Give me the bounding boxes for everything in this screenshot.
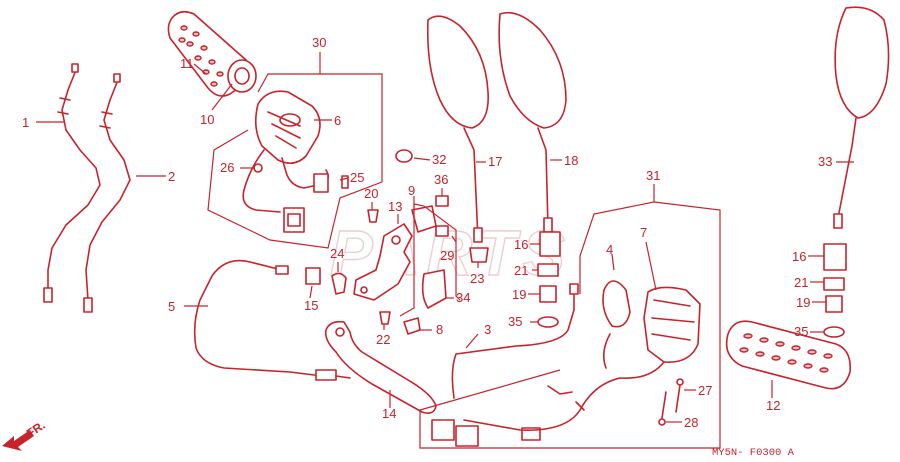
callout-1: 1 — [22, 115, 29, 130]
mirror-right — [498, 11, 567, 233]
callout-35-middle: 35 — [508, 314, 522, 329]
right-handlebar-switch — [242, 90, 349, 233]
callout-labels: 1 2 3 4 5 6 7 8 9 10 11 12 13 14 15 16 1… — [22, 35, 832, 430]
callout-16-right: 16 — [792, 249, 806, 264]
callout-7: 7 — [640, 225, 647, 240]
bar-end-stack-right — [823, 243, 847, 338]
left-handlebar-switch — [431, 280, 701, 447]
callout-33: 33 — [818, 154, 832, 169]
callout-36: 36 — [434, 172, 448, 187]
callout-15: 15 — [304, 298, 318, 313]
callout-5: 5 — [168, 299, 175, 314]
callout-31: 31 — [646, 168, 660, 183]
drawing-code: MY5N- F0300 A — [712, 447, 795, 459]
callout-25: 25 — [350, 170, 364, 185]
callout-16-middle: 16 — [514, 237, 528, 252]
callout-4: 4 — [606, 242, 613, 257]
mirror-far-right — [833, 6, 890, 229]
callout-17: 17 — [488, 154, 502, 169]
callout-32: 32 — [432, 152, 446, 167]
callout-19-middle: 19 — [512, 287, 526, 302]
callout-3: 3 — [484, 322, 491, 337]
throttle-grip — [167, 10, 257, 97]
group-box-9 — [399, 204, 415, 317]
callout-30: 30 — [312, 35, 326, 50]
callout-29: 29 — [440, 248, 454, 263]
callout-27: 27 — [698, 383, 712, 398]
callout-11: 11 — [180, 56, 194, 71]
callout-18: 18 — [564, 153, 578, 168]
group-box-30 — [257, 52, 321, 93]
throttle-cable-1 — [43, 63, 101, 303]
bar-end-stack-middle — [537, 231, 561, 328]
fasteners — [367, 149, 489, 335]
callout-10: 10 — [200, 112, 214, 127]
callout-21-right: 21 — [794, 275, 808, 290]
group-box-31-side — [419, 201, 721, 449]
leader-lines — [36, 63, 854, 423]
callout-21-middle: 21 — [514, 263, 528, 278]
throttle-cable-2 — [83, 73, 131, 313]
callout-8: 8 — [436, 322, 443, 337]
callout-2: 2 — [168, 169, 175, 184]
callout-19-right: 19 — [796, 295, 810, 310]
callout-35-right: 35 — [794, 324, 808, 339]
mirror-left — [426, 15, 489, 243]
callout-20: 20 — [364, 186, 378, 201]
left-grip — [725, 320, 852, 390]
callout-6: 6 — [334, 113, 341, 128]
callout-26: 26 — [220, 160, 234, 175]
callout-22: 22 — [376, 332, 390, 347]
callout-28: 28 — [684, 415, 698, 430]
callout-9: 9 — [408, 183, 415, 198]
group-box-30-side — [207, 73, 383, 249]
callout-14: 14 — [382, 406, 396, 421]
lever-bracket — [305, 223, 413, 301]
callout-13: 13 — [388, 199, 402, 214]
callout-34: 34 — [456, 290, 470, 305]
callout-23: 23 — [470, 271, 484, 286]
group-box-9-top — [413, 203, 461, 301]
clutch-cable — [193, 259, 351, 381]
group-box-31 — [579, 184, 655, 294]
front-direction-arrow: FR. — [2, 418, 48, 451]
callout-24: 24 — [330, 246, 344, 261]
callout-12: 12 — [766, 398, 780, 413]
